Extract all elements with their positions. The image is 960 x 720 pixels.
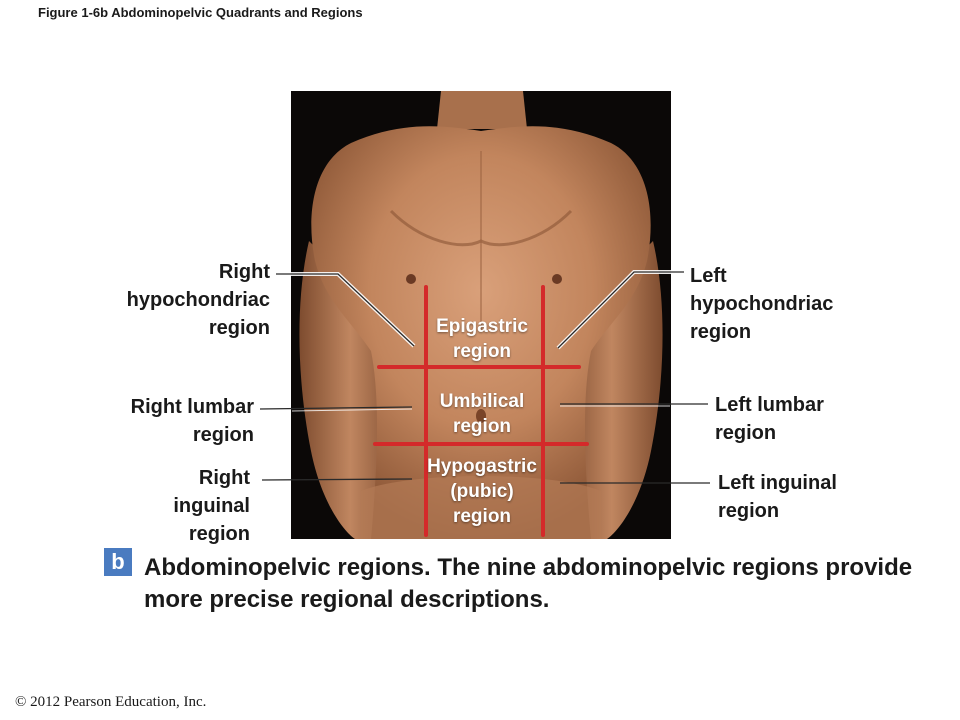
right-lumbar-label: Right lumbar region	[130, 396, 254, 446]
umbilical-label: Umbilical region	[439, 391, 525, 437]
panel-letter-badge: b	[104, 548, 132, 576]
figure-title: Figure 1-6b Abdominopelvic Quadrants and…	[38, 5, 363, 20]
figure-caption: Abdominopelvic regions. The nine abdomin…	[144, 554, 913, 613]
right-hypochondriac-label: Right hypochondriac region	[126, 261, 270, 339]
navel	[476, 409, 486, 423]
region-grid	[373, 285, 589, 537]
right-inguinal-label: Right inguinal region	[173, 467, 250, 545]
left-hypochondriac-label: Left hypochondriac region	[690, 265, 834, 343]
neck-shape	[437, 91, 527, 129]
hypogastric-label: Hypogastric (pubic) region	[427, 456, 537, 527]
nipple-right	[406, 274, 416, 284]
epigastric-label: Epigastric region	[436, 316, 528, 362]
left-inguinal-label: Left inguinal region	[718, 472, 837, 522]
left-lumbar-label: Left lumbar region	[715, 394, 824, 444]
torso-shape	[311, 126, 651, 539]
copyright-notice: © 2012 Pearson Education, Inc.	[15, 694, 207, 710]
nipple-left	[552, 274, 562, 284]
